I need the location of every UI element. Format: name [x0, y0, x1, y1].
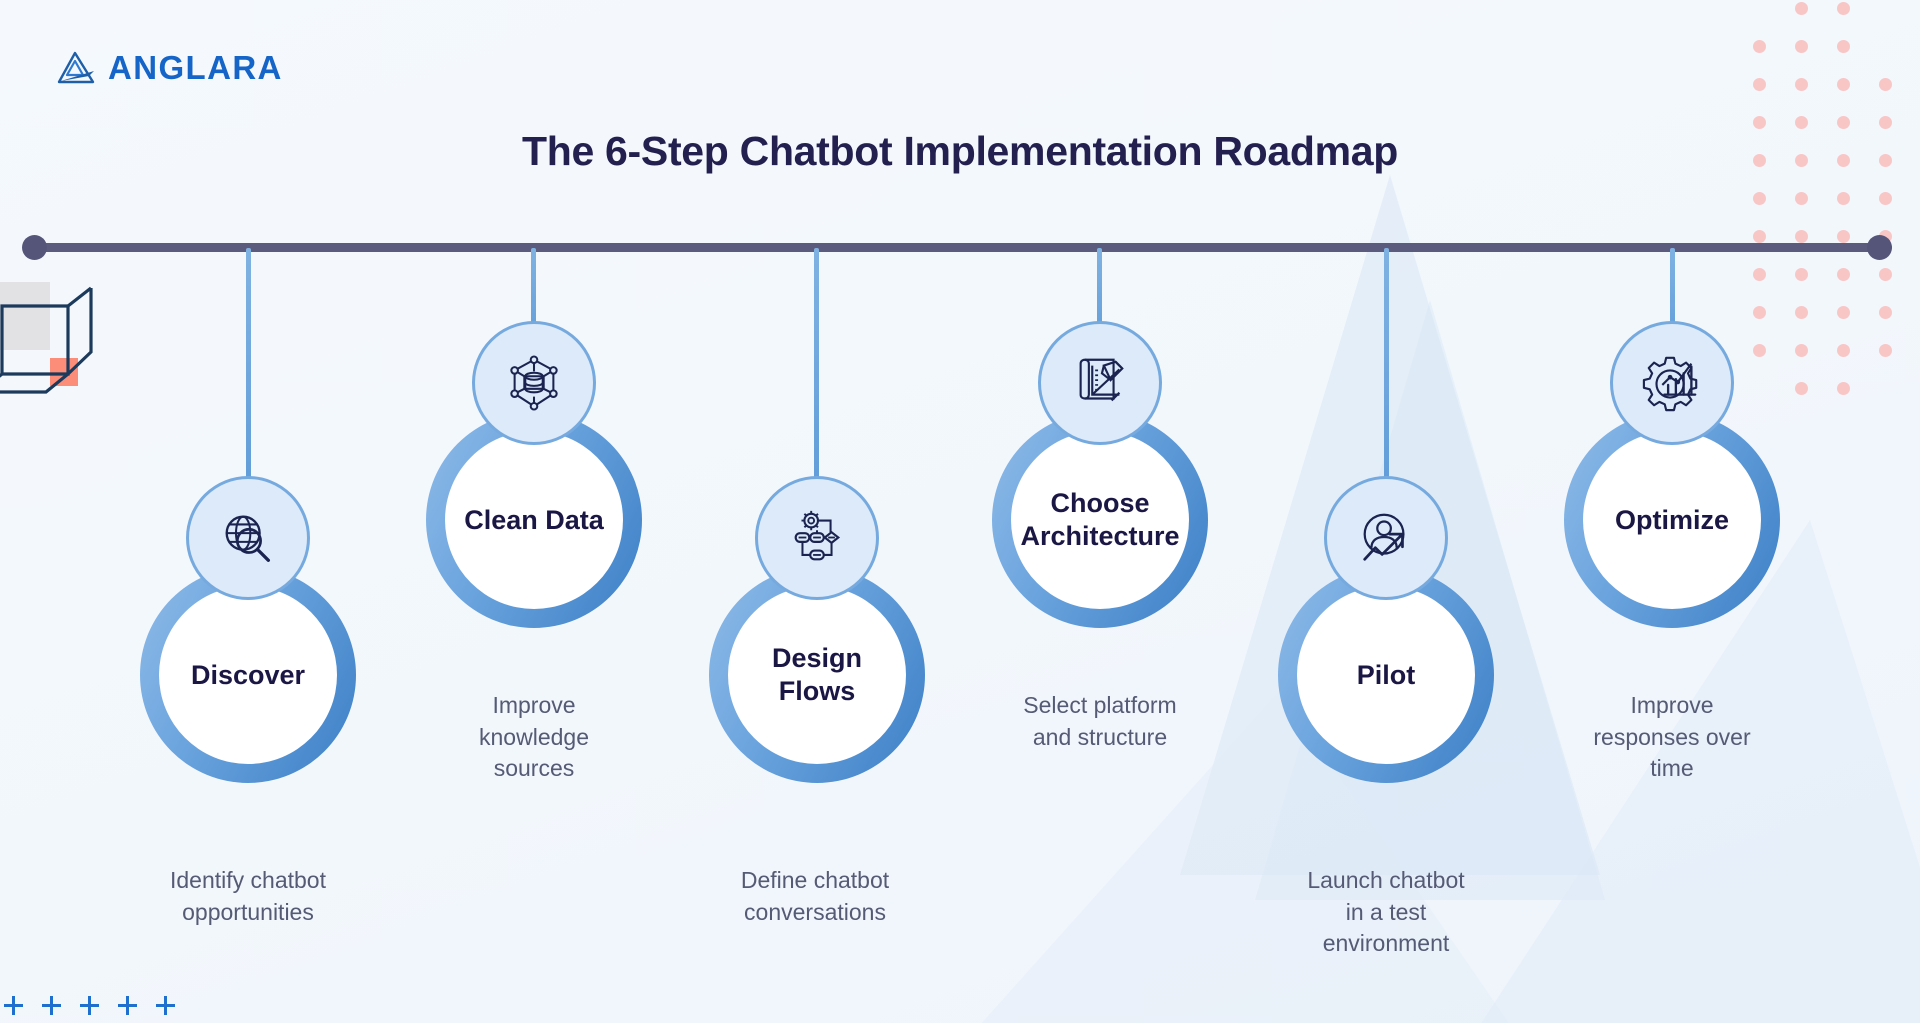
step-1-icon-bubble[interactable]: [186, 476, 310, 600]
step-3-label: Design Flows: [771, 643, 863, 706]
step-2-circle[interactable]: Clean Data: [426, 412, 642, 628]
connector-step-5: [1384, 248, 1389, 512]
plus-icon: [80, 996, 99, 1015]
decorative-dot: [1753, 230, 1766, 243]
decorative-dot: [1795, 268, 1808, 281]
step-6-inner: Optimize: [1583, 431, 1761, 609]
step-5-label: Pilot: [1356, 659, 1416, 690]
cube-outline-icon: [0, 286, 93, 394]
decorative-dot: [1795, 78, 1808, 91]
decorative-dot: [1879, 192, 1892, 205]
decorative-dot: [1837, 230, 1850, 243]
decorative-dot: [1837, 306, 1850, 319]
cube-gray-square: [0, 282, 50, 350]
decorative-dot: [1879, 268, 1892, 281]
decorative-dot: [1879, 344, 1892, 357]
step-6-label: Optimize: [1614, 504, 1729, 535]
decorative-dot: [1795, 192, 1808, 205]
decorative-dot: [1753, 344, 1766, 357]
decorative-dot: [1753, 40, 1766, 53]
step-3-circle[interactable]: Design Flows: [709, 567, 925, 783]
step-1-inner: Discover: [159, 586, 337, 764]
step-2-caption: Improve knowledge sources: [479, 692, 589, 781]
decorative-dot: [1837, 268, 1850, 281]
plus-icon: [42, 996, 61, 1015]
decorative-dot: [1795, 382, 1808, 395]
step-4-caption: Select platform and structure: [1023, 692, 1177, 750]
decorative-dot: [1795, 344, 1808, 357]
page-title: The 6-Step Chatbot Implementation Roadma…: [521, 128, 1399, 174]
wireframe-cube-decoration: [0, 282, 118, 422]
decorative-dot: [1879, 306, 1892, 319]
connector-step-2: [531, 248, 536, 358]
decorative-dot: [1753, 78, 1766, 91]
step-4-circle[interactable]: Choose Architecture: [992, 412, 1208, 628]
step-5-icon-bubble[interactable]: [1324, 476, 1448, 600]
decorative-dot: [1753, 192, 1766, 205]
step-4-inner: Choose Architecture: [1011, 431, 1189, 609]
step-5-inner: Pilot: [1297, 586, 1475, 764]
connector-step-1: [246, 248, 251, 512]
decorative-dot: [1837, 192, 1850, 205]
flowchart-gear-icon: [794, 510, 841, 561]
cube-coral-square: [50, 358, 78, 386]
plus-icon: [156, 996, 175, 1015]
step-2-label: Clean Data: [464, 504, 604, 535]
user-growth-arrow-icon: [1363, 513, 1405, 561]
step-6-circle[interactable]: Optimize: [1564, 412, 1780, 628]
decorative-dot: [1795, 40, 1808, 53]
step-2-icon-bubble[interactable]: [472, 321, 596, 445]
decorative-dot: [1837, 2, 1850, 15]
gear-bar-chart-icon: [1642, 356, 1698, 412]
decorative-dot: [1753, 306, 1766, 319]
step-3-inner: Design Flows: [728, 586, 906, 764]
decorative-dot: [1879, 78, 1892, 91]
plus-icon: [118, 996, 137, 1015]
decorative-dot: [1837, 78, 1850, 91]
step-4-icon-bubble[interactable]: [1038, 321, 1162, 445]
timeline-end-cap: [1867, 235, 1892, 260]
pink-dot-grid-decoration: [1745, 0, 1920, 400]
globe-magnifier-icon: [225, 515, 270, 562]
database-network-icon: [510, 355, 558, 411]
timeline-start-cap: [22, 235, 47, 260]
step-1-circle[interactable]: Discover: [140, 567, 356, 783]
decorative-dot: [1795, 306, 1808, 319]
step-6-icon-bubble[interactable]: [1610, 321, 1734, 445]
step-4-label: Choose Architecture: [1020, 488, 1180, 551]
connector-step-6: [1670, 248, 1675, 358]
blueprint-pencil-icon: [1079, 358, 1124, 402]
decorative-dot: [1837, 40, 1850, 53]
step-1-caption: Identify chatbot opportunities: [170, 867, 326, 925]
decorative-dot: [1837, 344, 1850, 357]
anglara-triangle-logo-icon: [57, 51, 95, 84]
step-1-label: Discover: [190, 659, 306, 690]
brand-logo[interactable]: ANGLARA: [56, 48, 283, 88]
decorative-dot: [1795, 2, 1808, 15]
step-6-caption: Improve responses over time: [1593, 692, 1751, 781]
plus-icon: [4, 996, 23, 1015]
decorative-dot: [1795, 230, 1808, 243]
connector-step-4: [1097, 248, 1102, 358]
plus-sign-row-decoration: [4, 996, 175, 1015]
step-3-icon-bubble[interactable]: [755, 476, 879, 600]
decorative-dot: [1837, 382, 1850, 395]
step-3-caption: Define chatbot conversations: [740, 867, 890, 925]
brand-name: ANGLARA: [108, 49, 283, 86]
timeline-bar: [28, 243, 1892, 252]
step-5-caption: Launch chatbot in a test environment: [1307, 867, 1465, 956]
decorative-dot: [1753, 268, 1766, 281]
step-5-circle[interactable]: Pilot: [1278, 567, 1494, 783]
step-2-inner: Clean Data: [445, 431, 623, 609]
connector-step-3: [814, 248, 819, 512]
